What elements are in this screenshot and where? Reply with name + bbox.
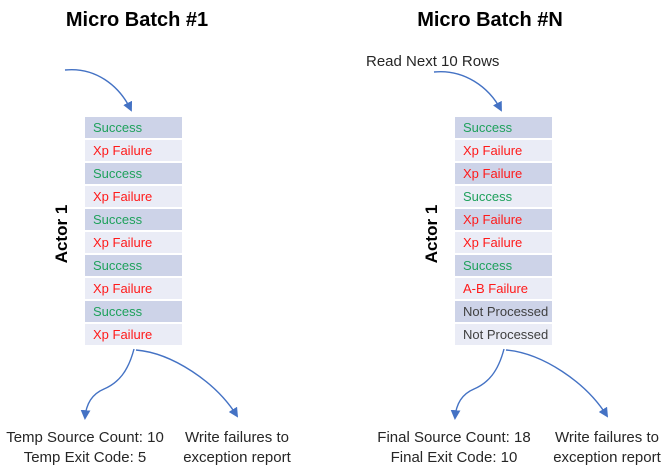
batch-row: Success bbox=[85, 163, 182, 184]
batch-row: Xp Failure bbox=[85, 278, 182, 299]
batch-row: Not Processed bbox=[455, 324, 552, 345]
arrow-into-batch-n bbox=[433, 71, 502, 112]
arrow-batch-n-to-counts bbox=[450, 348, 505, 420]
batch-row: Xp Failure bbox=[455, 209, 552, 230]
batch-1-counts: Temp Source Count: 10 Temp Exit Code: 5 bbox=[0, 428, 170, 468]
batch-row: Xp Failure bbox=[85, 186, 182, 207]
batch-1-title: Micro Batch #1 bbox=[65, 9, 209, 31]
batch-row: Xp Failure bbox=[85, 140, 182, 161]
batch-row: Xp Failure bbox=[455, 140, 552, 161]
batch-row: Xp Failure bbox=[85, 232, 182, 253]
batch-row: Xp Failure bbox=[455, 163, 552, 184]
read-next-rows-label: Read Next 10 Rows bbox=[366, 53, 500, 70]
arrow-batch-n-to-exception-report bbox=[505, 349, 609, 418]
batch-1-actor-label: Actor 1 bbox=[52, 204, 71, 264]
temp-exit-code: Temp Exit Code: 5 bbox=[23, 449, 147, 466]
batch-row: Success bbox=[85, 255, 182, 276]
batch-row: Success bbox=[455, 117, 552, 138]
batch-row: A-B Failure bbox=[455, 278, 552, 299]
final-source-count: Final Source Count: 18 bbox=[377, 429, 531, 446]
batch-row: Success bbox=[85, 209, 182, 230]
batch-n-failures-note: Write failures to exception report bbox=[553, 429, 661, 466]
final-exit-code: Final Exit Code: 10 bbox=[390, 449, 518, 466]
batch-1-failures-note: Write failures to exception report bbox=[183, 429, 291, 466]
batch-row: Xp Failure bbox=[85, 324, 182, 345]
batch-row: Success bbox=[455, 186, 552, 207]
batch-n-title: Micro Batch #N bbox=[417, 9, 563, 31]
batch-n-actor-label: Actor 1 bbox=[422, 204, 441, 264]
batch-row: Success bbox=[85, 301, 182, 322]
temp-source-count: Temp Source Count: 10 bbox=[6, 429, 164, 446]
arrow-into-batch-1 bbox=[64, 69, 133, 112]
batch-row: Xp Failure bbox=[455, 232, 552, 253]
arrow-batch-1-to-exception-report bbox=[135, 349, 239, 418]
arrow-batch-1-to-counts bbox=[80, 348, 135, 420]
batch-row: Success bbox=[85, 117, 182, 138]
batch-n-counts: Final Source Count: 18 Final Exit Code: … bbox=[368, 428, 540, 468]
batch-row: Success bbox=[455, 255, 552, 276]
batch-row: Not Processed bbox=[455, 301, 552, 322]
